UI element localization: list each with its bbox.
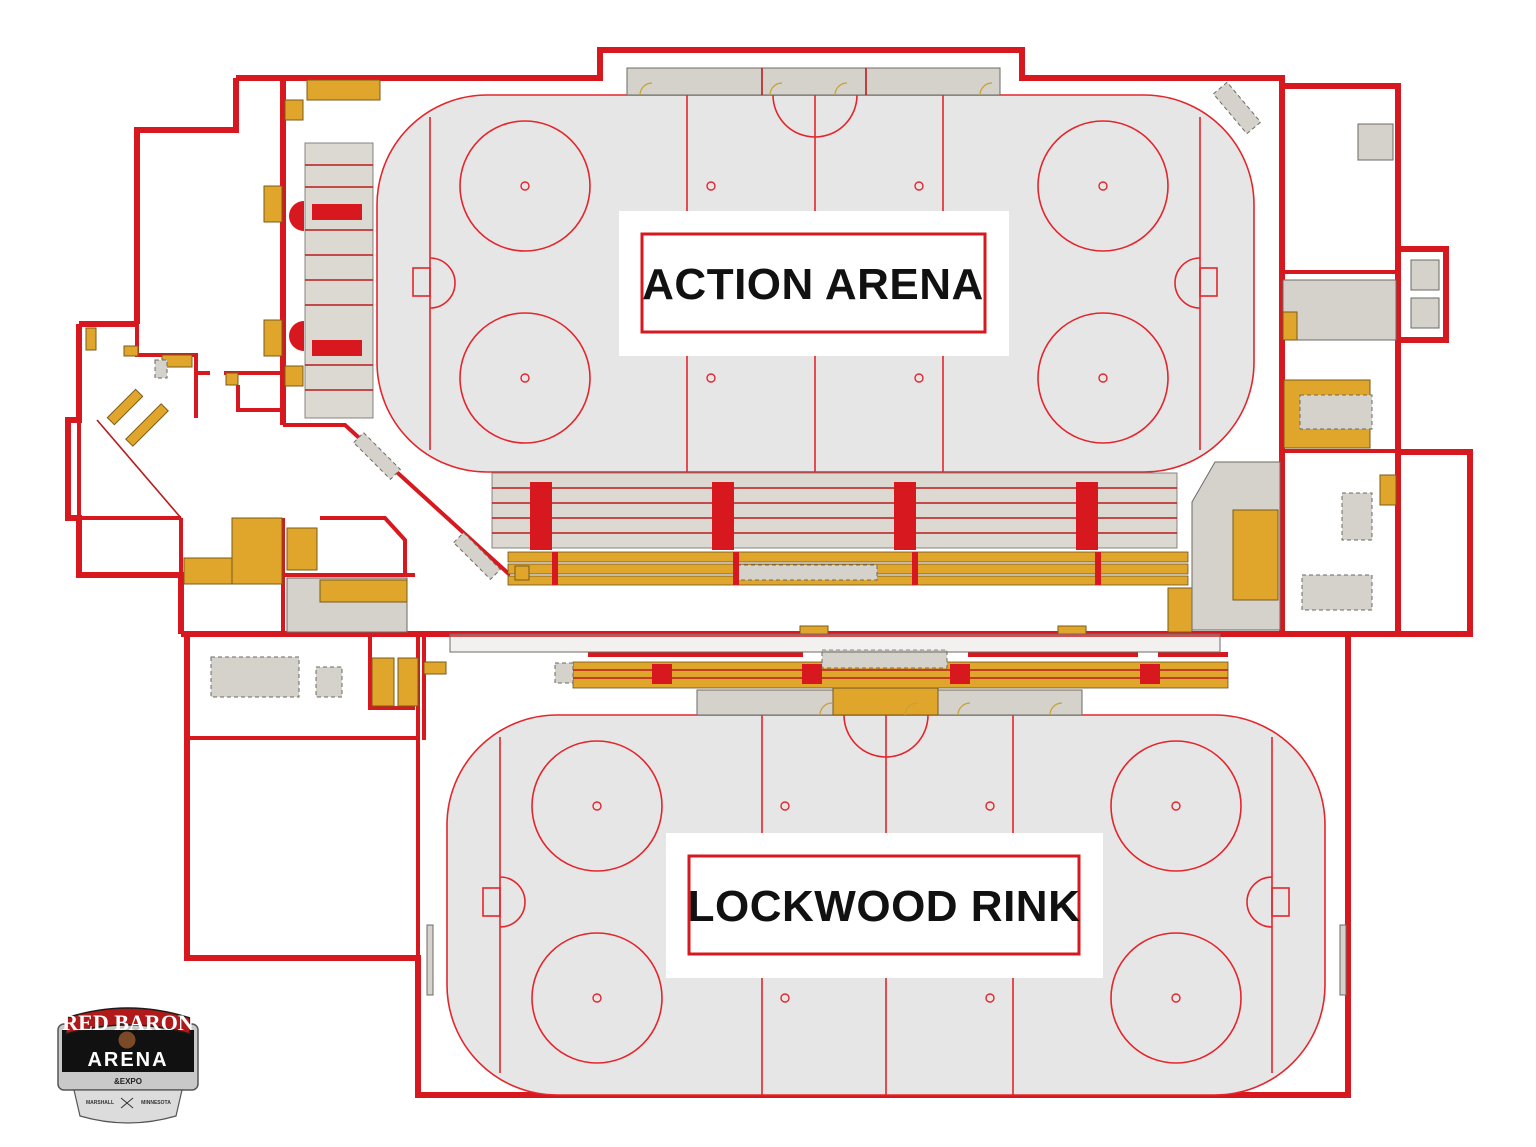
- left-bleachers: [263, 79, 381, 419]
- action-arena-title: ACTION ARENA: [642, 260, 984, 309]
- red-baron-arena-logo: RED BARON ARENA &EXPO MARSHALL MINNESOTA: [57, 1007, 199, 1124]
- svg-text:MARSHALL: MARSHALL: [86, 1100, 114, 1106]
- svg-text:&EXPO: &EXPO: [114, 1077, 142, 1086]
- svg-text:ARENA: ARENA: [87, 1049, 168, 1071]
- lockwood-rink-title: LOCKWOOD RINK: [688, 882, 1081, 931]
- lockwood-bleachers: [554, 649, 1229, 689]
- lockwood-benches: [696, 687, 1083, 716]
- action-arena-benches: [626, 67, 1001, 96]
- stairs-and-rooms: [85, 81, 1440, 996]
- building-walls: [65, 47, 1473, 1098]
- svg-text:MINNESOTA: MINNESOTA: [141, 1100, 171, 1106]
- action-arena-main-bleachers: [491, 472, 1189, 586]
- lockwood-rink-label: LOCKWOOD RINK: [666, 833, 1103, 978]
- action-arena-label: ACTION ARENA: [619, 211, 1009, 356]
